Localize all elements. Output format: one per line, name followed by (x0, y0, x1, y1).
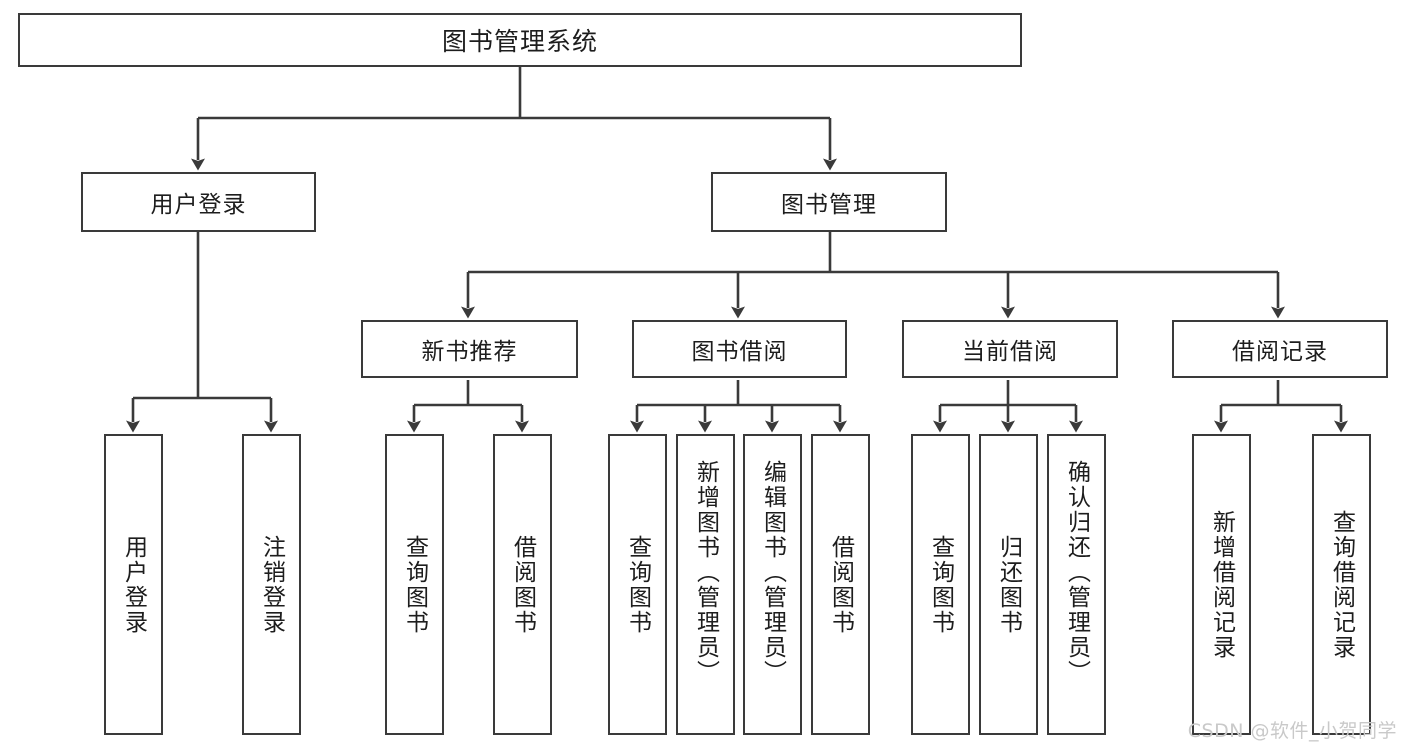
node-label: 查询借阅记录 (1328, 509, 1355, 660)
node-label: 查询图书 (401, 534, 428, 635)
node-label: 注销登录 (258, 534, 285, 635)
leaf-book-borrow-query[interactable]: 查询图书 (608, 434, 667, 735)
leaf-current-borrow-confirm[interactable]: 确认归还（管理员） (1047, 434, 1106, 735)
leaf-book-borrow-edit[interactable]: 编辑图书（管理员） (743, 434, 802, 735)
node-label: 图书管理系统 (441, 27, 598, 56)
leaf-user-login-signout[interactable]: 注销登录 (242, 434, 301, 735)
node-book-borrow[interactable]: 图书借阅 (632, 320, 847, 378)
node-label: 查询图书 (624, 534, 651, 635)
node-label: 借阅图书 (827, 534, 854, 635)
node-label: 图书借阅 (691, 339, 788, 365)
leaf-book-borrow-borrow[interactable]: 借阅图书 (811, 434, 870, 735)
node-label: 借阅图书 (509, 534, 536, 635)
node-current-borrow[interactable]: 当前借阅 (902, 320, 1118, 378)
leaf-new-book-borrow[interactable]: 借阅图书 (493, 434, 552, 735)
node-label: 编辑图书（管理员） (759, 460, 786, 685)
leaf-current-borrow-query[interactable]: 查询图书 (911, 434, 970, 735)
node-label: 查询图书 (927, 534, 954, 635)
node-label: 用户登录 (120, 534, 147, 635)
node-new-book-recommend[interactable]: 新书推荐 (361, 320, 578, 378)
node-user-login[interactable]: 用户登录 (81, 172, 316, 232)
node-label: 图书管理 (781, 192, 877, 218)
node-label: 归还图书 (995, 534, 1022, 635)
node-label: 用户登录 (150, 192, 247, 218)
node-label: 新书推荐 (421, 339, 518, 365)
node-label: 确认归还（管理员） (1063, 460, 1090, 685)
watermark: CSDN @软件_小贺同学 (1187, 720, 1397, 742)
leaf-user-login-signin[interactable]: 用户登录 (104, 434, 163, 735)
node-label: 新增图书（管理员） (692, 460, 719, 685)
leaf-book-borrow-add[interactable]: 新增图书（管理员） (676, 434, 735, 735)
leaf-borrow-record-query[interactable]: 查询借阅记录 (1312, 434, 1371, 735)
node-book-management[interactable]: 图书管理 (711, 172, 947, 232)
node-label: 当前借阅 (962, 339, 1058, 365)
node-label: 借阅记录 (1232, 339, 1328, 365)
node-borrow-record[interactable]: 借阅记录 (1172, 320, 1388, 378)
node-label: 新增借阅记录 (1208, 509, 1235, 660)
leaf-borrow-record-add[interactable]: 新增借阅记录 (1192, 434, 1251, 735)
leaf-new-book-query[interactable]: 查询图书 (385, 434, 444, 735)
node-root[interactable]: 图书管理系统 (18, 13, 1022, 67)
leaf-current-borrow-return[interactable]: 归还图书 (979, 434, 1038, 735)
